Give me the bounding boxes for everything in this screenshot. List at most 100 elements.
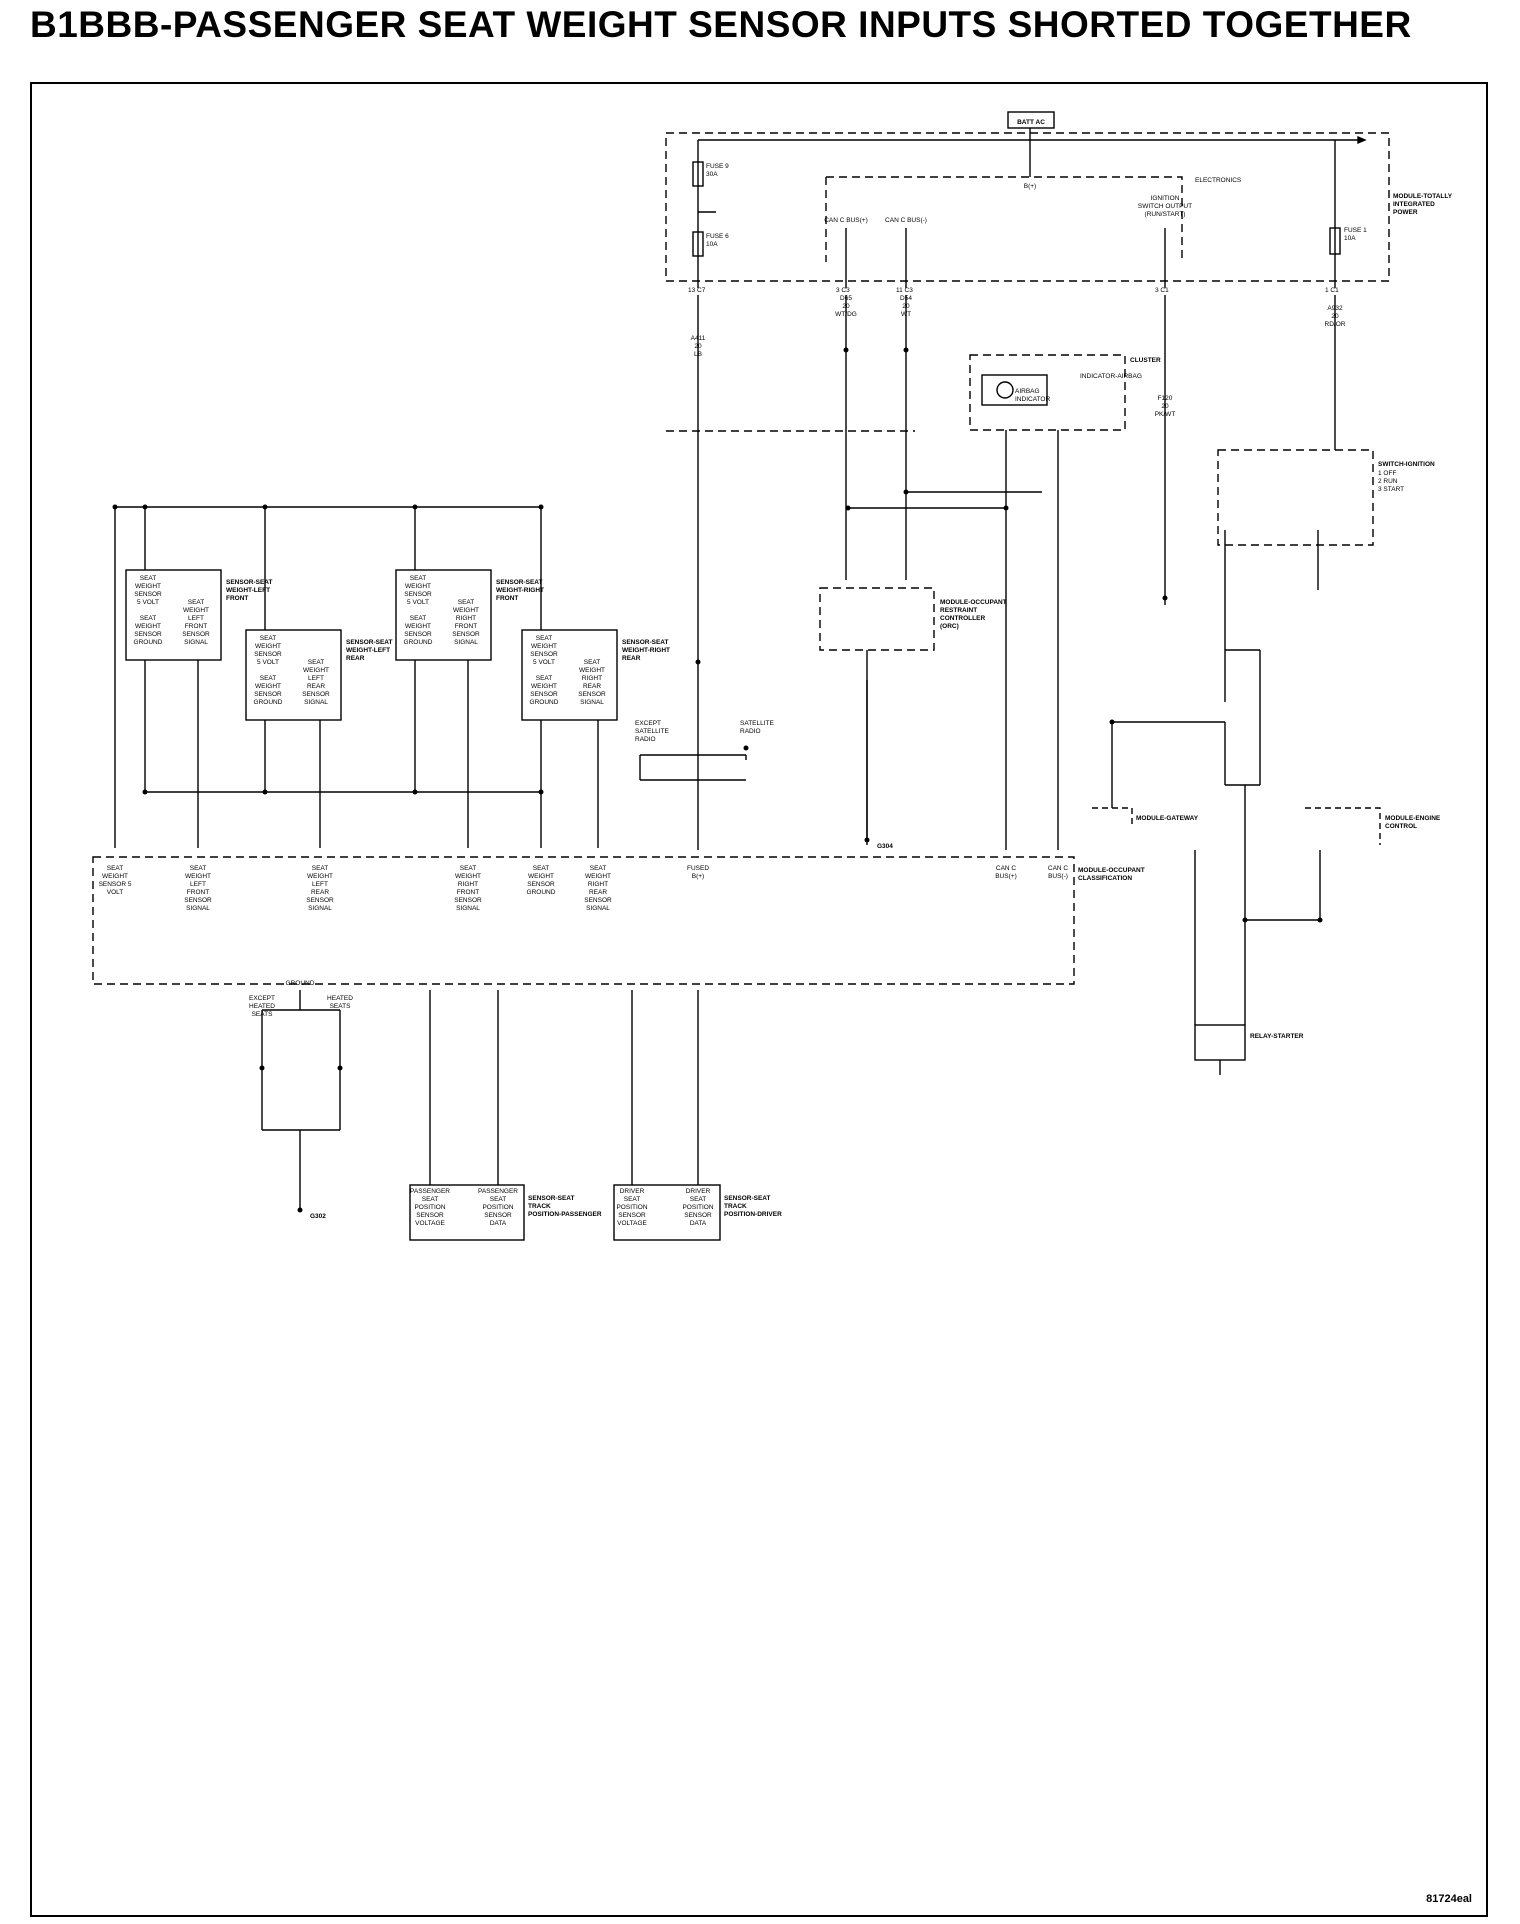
ignition-position-label: 1 OFF xyxy=(1378,470,1396,477)
sensor-rr-pin-ground: GROUND xyxy=(530,699,559,706)
sensor-lr-pin-5v: 5 VOLT xyxy=(257,659,279,666)
wire-label: RD/OR xyxy=(1325,321,1346,328)
track-pin-data: DRIVER xyxy=(686,1188,711,1195)
sensor-rr-pin-ground: WEIGHT xyxy=(531,683,557,690)
sensor-lr-pin-signal: REAR xyxy=(307,683,325,690)
sensor-lf-name: SENSOR-SEAT xyxy=(226,579,272,586)
track-pin-voltage: SEAT xyxy=(624,1196,641,1203)
heated-right-label: HEATED xyxy=(327,995,353,1002)
track-pin-data: SEAT xyxy=(690,1196,707,1203)
tipm-outline xyxy=(665,132,1390,282)
occ-module-pin: FRONT xyxy=(457,889,479,896)
sensor-lf-pin-5v: 5 VOLT xyxy=(137,599,159,606)
sensor-lr-pin-signal: SEAT xyxy=(308,659,325,666)
fuse-label: FUSE 6 xyxy=(706,233,729,240)
sensor-lr-pin-signal: SIGNAL xyxy=(304,699,328,706)
sensor-lf-pin-ground: SENSOR xyxy=(134,631,162,638)
occ-module-pin: SENSOR xyxy=(306,897,334,904)
sensor-rr-name: SENSOR-SEAT xyxy=(622,639,668,646)
track-pin-data: DATA xyxy=(490,1220,507,1227)
track-sensor-name: POSITION-PASSENGER xyxy=(528,1211,602,1218)
tipm-pin-label: 1 C1 xyxy=(1325,287,1339,294)
starter-relay-label: RELAY-STARTER xyxy=(1250,1033,1304,1040)
occ-module-pin: FUSED xyxy=(687,865,709,872)
tipm-label: POWER xyxy=(1393,209,1418,216)
sensor-rf-pin-signal: SENSOR xyxy=(452,631,480,638)
occ-module-pin: LEFT xyxy=(312,881,328,888)
wire-label: A411 xyxy=(691,335,706,342)
sensor-rr-pin-signal: SEAT xyxy=(584,659,601,666)
occ-module-pin: SENSOR xyxy=(184,897,212,904)
occ-module-pin: SENSOR xyxy=(527,881,555,888)
radio-label-left: RADIO xyxy=(635,736,656,743)
occ-module-pin: VOLT xyxy=(107,889,124,896)
ignition-position-label: 2 RUN xyxy=(1378,478,1398,485)
ignition-position-label: 3 START xyxy=(1378,486,1404,493)
sensor-lr-pin-ground: WEIGHT xyxy=(255,683,281,690)
sensor-lf-pin-signal: WEIGHT xyxy=(183,607,209,614)
sensor-lf-pin-ground: SEAT xyxy=(140,615,157,622)
cluster-outline xyxy=(969,354,1126,431)
sensor-rr-pin-ground: SENSOR xyxy=(530,691,558,698)
track-sensor-name: TRACK xyxy=(724,1203,747,1210)
wire-label: 20 xyxy=(694,343,702,350)
wire-label: 20 xyxy=(1331,313,1339,320)
sensor-lr-name: REAR xyxy=(346,655,365,662)
track-pin-data: SENSOR xyxy=(484,1212,512,1219)
sensor-rr-pin-signal: SIGNAL xyxy=(580,699,604,706)
tipm-internal-label: ELECTRONICS xyxy=(1195,177,1242,184)
sensor-rr-pin-signal: REAR xyxy=(583,683,601,690)
fuse-label: 30A xyxy=(706,171,718,178)
sensor-lr-pin-signal: SENSOR xyxy=(302,691,330,698)
orc-label: RESTRAINT xyxy=(940,607,977,614)
occ-module-pin: SEAT xyxy=(107,865,124,872)
sensor-lf-pin-signal: FRONT xyxy=(185,623,207,630)
wire-label: PK/WT xyxy=(1155,411,1176,418)
ground-label: GROUND xyxy=(286,980,315,987)
sensor-lr-pin-5v: SENSOR xyxy=(254,651,282,658)
occ-module-pin: WEIGHT xyxy=(528,873,554,880)
track-pin-data: POSITION xyxy=(482,1204,513,1211)
sensor-rf-pin-ground: GROUND xyxy=(404,639,433,646)
sensor-lf-pin-ground: GROUND xyxy=(134,639,163,646)
page-title: B1BBB-PASSENGER SEAT WEIGHT SENSOR INPUT… xyxy=(30,4,1412,45)
sensor-rr-pin-ground: SEAT xyxy=(536,675,553,682)
heated-right-label: SEATS xyxy=(330,1003,351,1010)
tipm-internal-label: CAN C BUS(+) xyxy=(824,217,868,224)
diagram-frame xyxy=(30,82,1488,1917)
radio-label-left: SATELLITE xyxy=(635,728,670,735)
tipm-internal-label: IGNITION xyxy=(1151,195,1180,202)
sensor-rf-name: WEIGHT-RIGHT xyxy=(496,587,544,594)
occ-module-pin: SEAT xyxy=(590,865,607,872)
wire-label: F120 xyxy=(1158,395,1173,402)
fuse-label: 10A xyxy=(1344,235,1356,242)
sensor-lr-pin-5v: SEAT xyxy=(260,635,277,642)
sensor-rf-pin-signal: RIGHT xyxy=(456,615,476,622)
track-pin-voltage: POSITION xyxy=(616,1204,647,1211)
wire-label: LB xyxy=(694,351,702,358)
occ-module-pin: WEIGHT xyxy=(185,873,211,880)
sensor-lf-name: WEIGHT-LEFT xyxy=(226,587,270,594)
sensor-lf-pin-ground: WEIGHT xyxy=(135,623,161,630)
battery-label: BATT AC xyxy=(1017,119,1045,126)
heated-left-label: SEATS xyxy=(252,1011,273,1018)
occ-module-pin: WEIGHT xyxy=(102,873,128,880)
occ-module-pin: WEIGHT xyxy=(307,873,333,880)
occ-module-pin: REAR xyxy=(589,889,607,896)
occ-module-pin: GROUND xyxy=(527,889,556,896)
sensor-rf-pin-signal: FRONT xyxy=(455,623,477,630)
sensor-rf-name: SENSOR-SEAT xyxy=(496,579,542,586)
lamp-label: INDICATOR xyxy=(1015,396,1050,403)
ground-ref: G304 xyxy=(877,843,893,850)
ignition-switch-label: SWITCH-IGNITION xyxy=(1378,461,1435,468)
sensor-rf-pin-signal: SEAT xyxy=(458,599,475,606)
wire-label: D54 xyxy=(900,295,912,302)
sensor-rf-pin-ground: SENSOR xyxy=(404,631,432,638)
heated-left-label: EXCEPT xyxy=(249,995,275,1002)
sensor-rr-pin-5v: 5 VOLT xyxy=(533,659,555,666)
track-sensor-name: POSITION-DRIVER xyxy=(724,1211,782,1218)
sensor-rr-pin-signal: WEIGHT xyxy=(579,667,605,674)
track-pin-voltage: POSITION xyxy=(414,1204,445,1211)
sensor-lf-pin-signal: SEAT xyxy=(188,599,205,606)
